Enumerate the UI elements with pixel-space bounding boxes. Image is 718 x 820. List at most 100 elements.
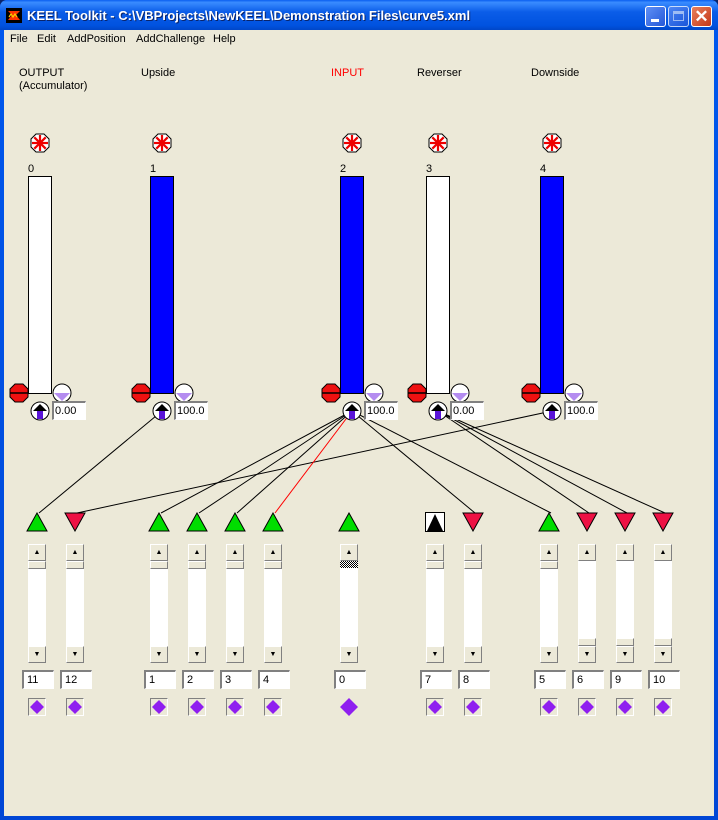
- link-toggle-button[interactable]: [66, 698, 84, 716]
- link-line[interactable]: [437, 410, 666, 514]
- scroll-up-button[interactable]: ▲: [340, 544, 358, 561]
- decrease-icon[interactable]: [564, 383, 584, 403]
- stop-icon[interactable]: [407, 383, 427, 403]
- increase-arrow-icon[interactable]: [152, 401, 172, 421]
- weight-scrollbar[interactable]: ▲▼: [616, 544, 634, 663]
- positive-triangle-icon[interactable]: [538, 512, 560, 532]
- input-id-field[interactable]: 12: [60, 670, 92, 689]
- link-toggle-button[interactable]: [464, 698, 482, 716]
- scroll-up-button[interactable]: ▲: [188, 544, 206, 561]
- increase-arrow-icon[interactable]: [428, 401, 448, 421]
- level-bar[interactable]: [28, 176, 52, 394]
- scroll-down-button[interactable]: ▼: [188, 646, 206, 663]
- weight-scrollbar[interactable]: ▲▼: [28, 544, 46, 663]
- negative-triangle-icon[interactable]: [614, 512, 636, 532]
- input-id-field[interactable]: 6: [572, 670, 604, 689]
- scroll-up-button[interactable]: ▲: [66, 544, 84, 561]
- stop-icon[interactable]: [521, 383, 541, 403]
- scroll-up-button[interactable]: ▲: [616, 544, 634, 561]
- scroll-thumb[interactable]: [28, 561, 46, 569]
- increase-arrow-icon[interactable]: [342, 401, 362, 421]
- reset-icon[interactable]: [152, 133, 172, 153]
- link-line[interactable]: [437, 410, 590, 514]
- link-line[interactable]: [198, 410, 353, 514]
- scroll-up-button[interactable]: ▲: [150, 544, 168, 561]
- decrease-icon[interactable]: [364, 383, 384, 403]
- scroll-down-button[interactable]: ▼: [28, 646, 46, 663]
- positive-triangle-icon[interactable]: [148, 512, 170, 532]
- input-id-field[interactable]: 2: [182, 670, 214, 689]
- scroll-up-button[interactable]: ▲: [426, 544, 444, 561]
- link-toggle-button[interactable]: [264, 698, 282, 716]
- scroll-down-button[interactable]: ▼: [540, 646, 558, 663]
- positive-triangle-icon[interactable]: [186, 512, 208, 532]
- scroll-down-button[interactable]: ▼: [578, 646, 596, 663]
- level-bar[interactable]: [540, 176, 564, 394]
- scroll-thumb[interactable]: [188, 561, 206, 569]
- scroll-down-button[interactable]: ▼: [66, 646, 84, 663]
- scroll-down-button[interactable]: ▼: [464, 646, 482, 663]
- input-id-field[interactable]: 9: [610, 670, 642, 689]
- weight-scrollbar[interactable]: ▲▼: [426, 544, 444, 663]
- weight-scrollbar[interactable]: ▲▼: [188, 544, 206, 663]
- stop-icon[interactable]: [9, 383, 29, 403]
- positive-triangle-icon[interactable]: [262, 512, 284, 532]
- link-line[interactable]: [160, 410, 353, 514]
- increase-arrow-icon[interactable]: [30, 401, 50, 421]
- scroll-up-button[interactable]: ▲: [464, 544, 482, 561]
- level-bar[interactable]: [340, 176, 364, 394]
- negative-triangle-icon[interactable]: [576, 512, 598, 532]
- scroll-thumb[interactable]: [264, 561, 282, 569]
- decrease-icon[interactable]: [174, 383, 194, 403]
- scroll-thumb[interactable]: [426, 561, 444, 569]
- close-button[interactable]: ✕: [691, 6, 712, 27]
- scroll-down-button[interactable]: ▼: [264, 646, 282, 663]
- position-value-field[interactable]: 100.0: [364, 401, 398, 420]
- decrease-icon[interactable]: [52, 383, 72, 403]
- scroll-up-button[interactable]: ▲: [28, 544, 46, 561]
- weight-scrollbar[interactable]: ▲▼: [464, 544, 482, 663]
- menu-help[interactable]: Help: [213, 33, 236, 45]
- link-toggle-button[interactable]: [654, 698, 672, 716]
- weight-scrollbar[interactable]: ▲▼: [150, 544, 168, 663]
- title-bar[interactable]: KEEL Toolkit - C:\VBProjects\NewKEEL\Dem…: [0, 0, 718, 30]
- negative-triangle-icon[interactable]: [462, 512, 484, 532]
- link-toggle-button[interactable]: [426, 698, 444, 716]
- scroll-up-button[interactable]: ▲: [578, 544, 596, 561]
- scroll-up-button[interactable]: ▲: [540, 544, 558, 561]
- position-value-field[interactable]: 0.00: [450, 401, 484, 420]
- link-toggle-button[interactable]: [188, 698, 206, 716]
- link-line[interactable]: [274, 410, 353, 514]
- level-bar[interactable]: [150, 176, 174, 394]
- weight-scrollbar[interactable]: ▲▼: [654, 544, 672, 663]
- link-toggle-button[interactable]: [540, 698, 558, 716]
- menu-add-position[interactable]: AddPosition: [67, 33, 126, 45]
- weight-scrollbar[interactable]: ▲▼: [226, 544, 244, 663]
- scroll-thumb[interactable]: [578, 638, 596, 646]
- scroll-thumb[interactable]: [540, 561, 558, 569]
- input-id-field[interactable]: 4: [258, 670, 290, 689]
- minimize-button[interactable]: [645, 6, 666, 27]
- reset-icon[interactable]: [342, 133, 362, 153]
- menu-edit[interactable]: Edit: [37, 33, 56, 45]
- link-toggle-button[interactable]: [28, 698, 46, 716]
- scroll-up-button[interactable]: ▲: [226, 544, 244, 561]
- link-line[interactable]: [437, 410, 628, 514]
- increase-arrow-icon[interactable]: [542, 401, 562, 421]
- position-value-field[interactable]: 100.0: [174, 401, 208, 420]
- decrease-icon[interactable]: [450, 383, 470, 403]
- scroll-thumb[interactable]: [150, 561, 168, 569]
- scroll-down-button[interactable]: ▼: [150, 646, 168, 663]
- link-toggle-button[interactable]: [616, 698, 634, 716]
- reset-icon[interactable]: [428, 133, 448, 153]
- input-id-field[interactable]: 7: [420, 670, 452, 689]
- input-id-field[interactable]: 3: [220, 670, 252, 689]
- reset-icon[interactable]: [542, 133, 562, 153]
- weight-scrollbar[interactable]: ▲▼: [66, 544, 84, 663]
- link-toggle-button[interactable]: [226, 698, 244, 716]
- weight-scrollbar[interactable]: ▲▼: [540, 544, 558, 663]
- menu-file[interactable]: File: [10, 33, 28, 45]
- link-toggle-button[interactable]: [578, 698, 596, 716]
- scroll-thumb[interactable]: [340, 561, 358, 568]
- scroll-up-button[interactable]: ▲: [654, 544, 672, 561]
